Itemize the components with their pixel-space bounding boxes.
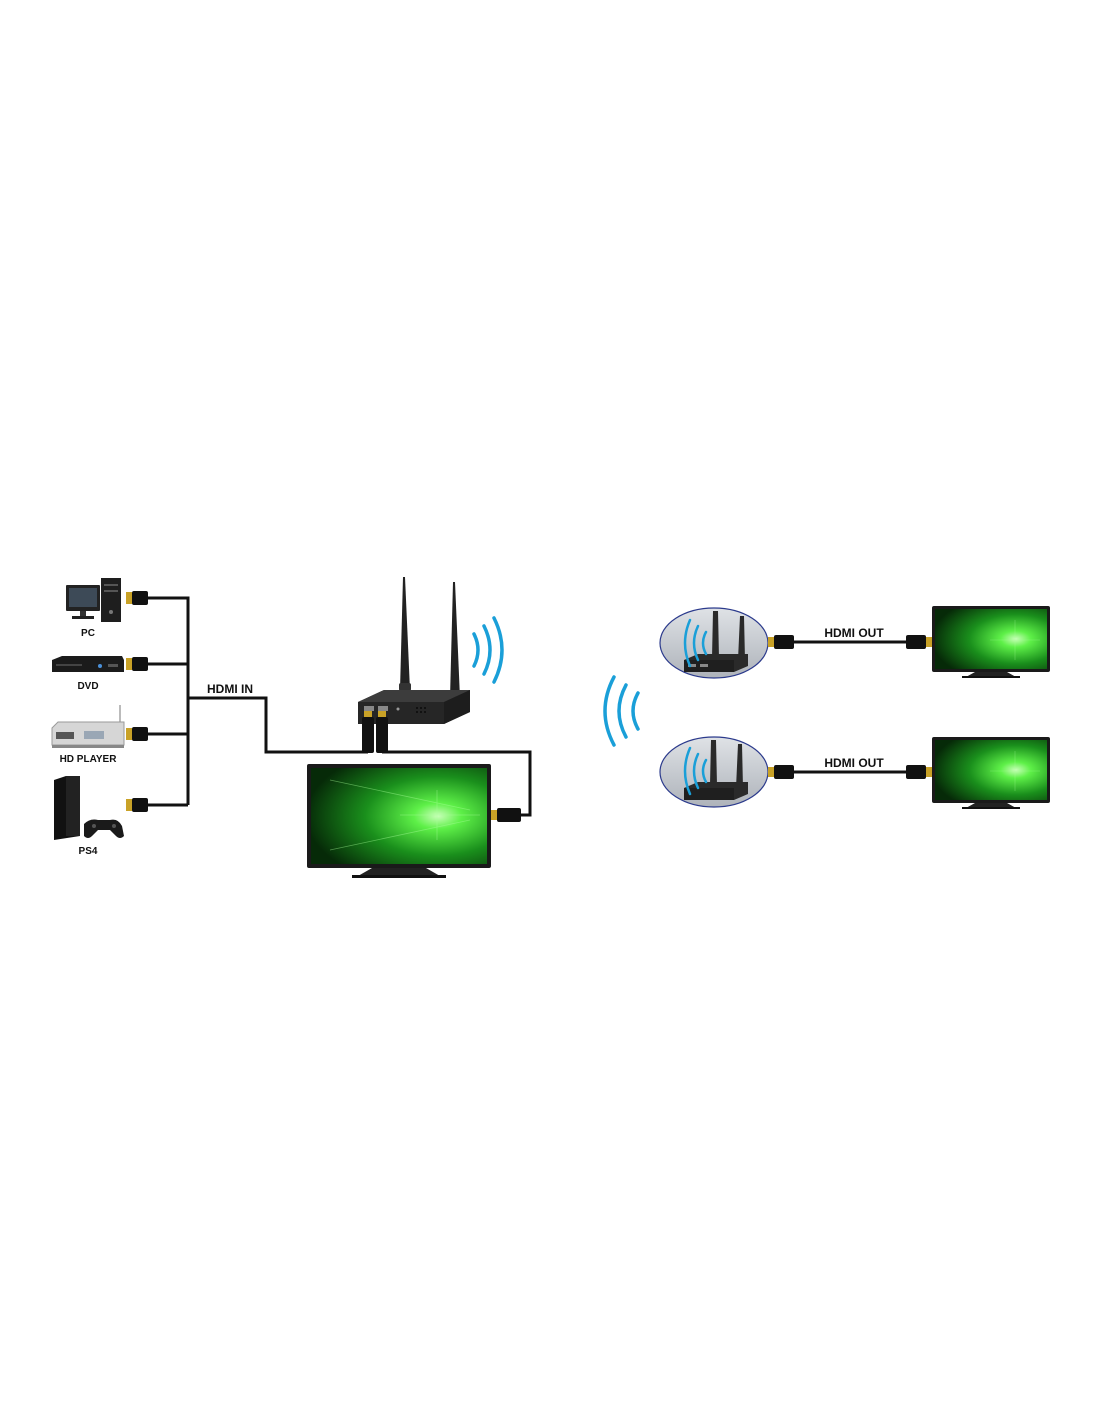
- ps4-console-icon: [54, 776, 124, 840]
- hdmi-plug-icon: [126, 798, 148, 812]
- dvd-player-icon: [52, 656, 124, 672]
- hdmi-out-label: HDMI OUT: [824, 626, 884, 640]
- source-pc: PC: [66, 578, 148, 639]
- wireless-transmitter-icon: [358, 577, 470, 753]
- pc-icon: [66, 578, 121, 622]
- wifi-wave-icon: [603, 675, 640, 747]
- source-hd-player: HD PLAYER: [51, 705, 148, 765]
- receiver-2: HDMI OUT: [659, 736, 1050, 809]
- receiver-1: HDMI OUT: [659, 606, 1050, 679]
- cable-network: [148, 596, 908, 817]
- source-dvd: DVD: [52, 656, 148, 692]
- hdmi-plug-icon: [906, 635, 932, 649]
- wifi-wave-icon: [683, 618, 708, 668]
- source-label: PC: [81, 628, 95, 639]
- source-label: DVD: [77, 681, 98, 692]
- wifi-wave-icon: [683, 746, 708, 796]
- source-ps4: PS4: [54, 776, 148, 857]
- hdmi-plug-icon: [768, 635, 794, 649]
- hdmi-plug-icon: [126, 591, 148, 605]
- cable-pc: [148, 596, 190, 805]
- tv-icon: [932, 606, 1050, 678]
- hdmi-plug-icon: [906, 765, 932, 779]
- tv-icon: [932, 737, 1050, 809]
- hdmi-plug-icon: [126, 657, 148, 671]
- cable-hdmi-in: [188, 696, 368, 754]
- hdmi-plug-icon: [126, 727, 148, 741]
- hdmi-plug-icon: [491, 808, 521, 822]
- wireless-receiver-icon: [684, 740, 748, 800]
- source-label: HD PLAYER: [60, 754, 118, 765]
- source-label: PS4: [79, 846, 98, 857]
- tv-icon: [307, 764, 491, 878]
- wireless-receiver-icon: [684, 611, 748, 672]
- hdmi-plug-icon: [768, 765, 794, 779]
- wifi-wave-icon: [472, 616, 504, 684]
- hd-player-icon: [51, 705, 125, 748]
- hdmi-out-label: HDMI OUT: [824, 756, 884, 770]
- antenna-right: [450, 582, 460, 698]
- cable-loop-out: [382, 750, 532, 817]
- hdmi-in-label: HDMI IN: [207, 682, 253, 696]
- antenna-left: [400, 577, 410, 690]
